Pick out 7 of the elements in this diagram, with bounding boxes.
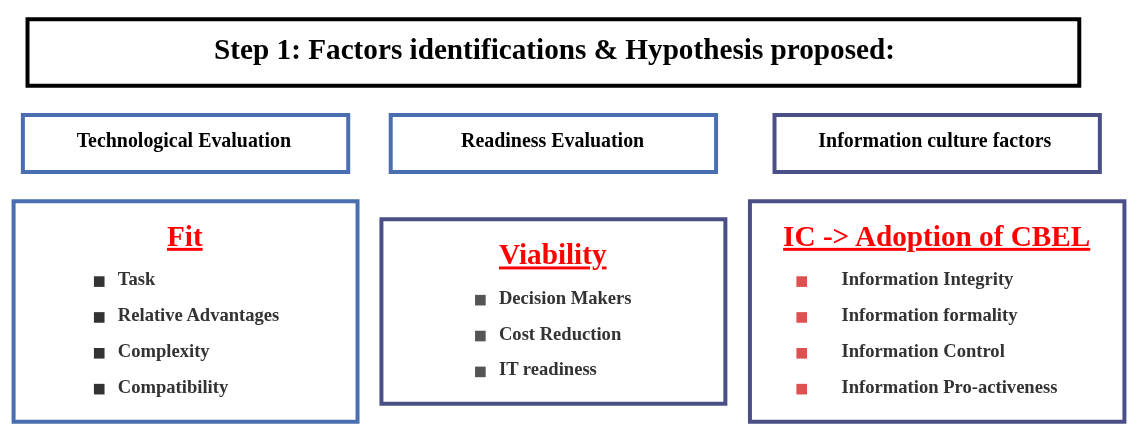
node-box: Readiness Evaluation: [388, 112, 719, 174]
node-box: Technological Evaluation: [20, 112, 351, 174]
node-box: Step 1: Factors identifications & Hypothesis proposed:: [25, 17, 1082, 88]
node-box: IC -> Adoption of CBEL Information Integrity Information formality Information Control Information Pro-activeness: [747, 199, 1127, 424]
node-box: Fit Task Relative Advantages Complexity Compatibility: [11, 199, 360, 424]
node-box: Information culture factors: [772, 112, 1102, 174]
node-box: Viability Decision Makers Cost Reduction IT readiness: [379, 217, 728, 406]
